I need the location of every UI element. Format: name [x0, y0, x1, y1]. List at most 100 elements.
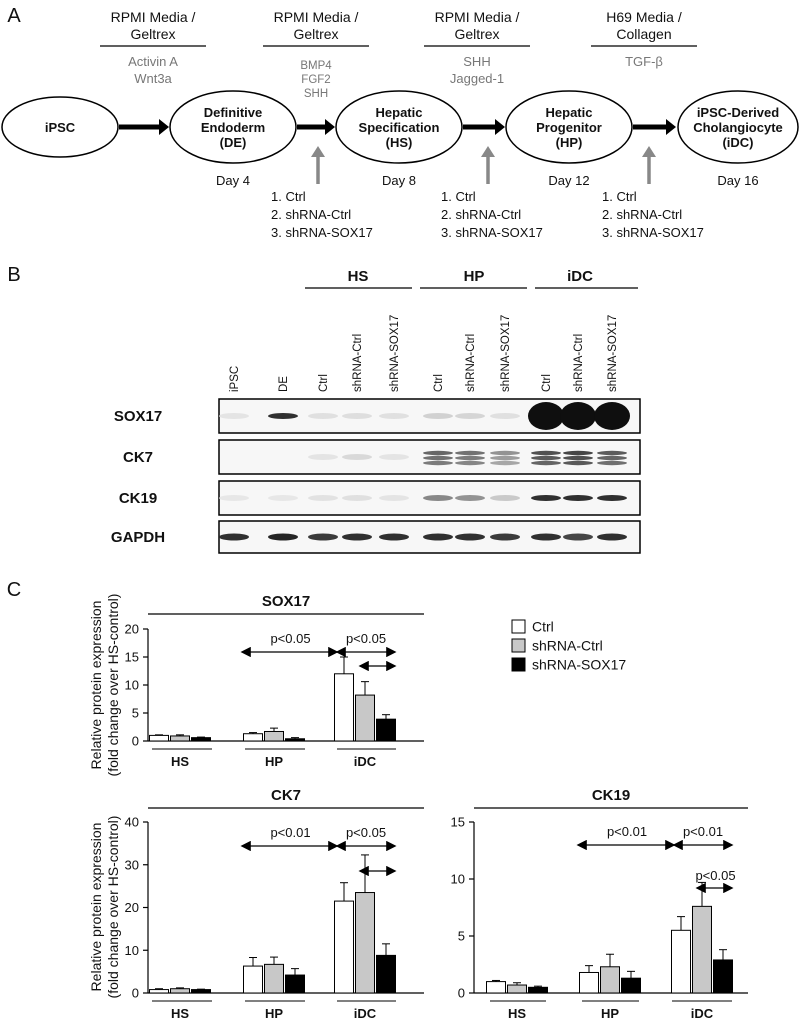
- lane-label: shRNA-Ctrl: [352, 334, 364, 392]
- legend-swatch: [511, 657, 526, 672]
- blot-band: [597, 455, 627, 461]
- bar: [243, 965, 263, 994]
- blot-band: [563, 460, 593, 466]
- y-tick-label: 20: [125, 900, 139, 915]
- treatment-label: 3. shRNA-SOX17: [602, 225, 704, 240]
- blot-group-label: HS: [348, 268, 369, 285]
- stage-day-definitive-endoderm: Day 4: [216, 173, 250, 188]
- legend-label: shRNA-SOX17: [532, 657, 626, 673]
- media-label: Geltrex: [130, 26, 175, 42]
- bar: [579, 971, 599, 994]
- bar: [264, 963, 284, 994]
- blot-band: [342, 533, 372, 541]
- blot-band: [379, 533, 409, 541]
- stage-label-hepatic-progenitor: Hepatic: [546, 105, 593, 120]
- y-tick-label: 15: [125, 650, 139, 665]
- blot-band: [455, 495, 485, 501]
- panel-a-letter: A: [7, 5, 21, 27]
- treatment-label: 3. shRNA-SOX17: [441, 225, 543, 240]
- y-axis-label: (fold change over HS-control): [105, 816, 121, 999]
- blot-band: [597, 495, 627, 501]
- blot-band: [423, 533, 453, 541]
- stage-label-definitive-endoderm: Definitive: [204, 105, 263, 120]
- blot-band: [563, 455, 593, 461]
- stage-label-definitive-endoderm: (DE): [220, 135, 247, 150]
- bar: [692, 905, 712, 994]
- stage-ellipse-hepatic-specification: [335, 90, 463, 164]
- y-axis-label: Relative protein expression: [88, 823, 104, 992]
- blot-band: [219, 495, 249, 501]
- category-label: iDC: [691, 1006, 714, 1021]
- bar: [285, 974, 305, 994]
- y-axis-label: (fold change over HS-control): [105, 594, 121, 777]
- y-tick-label: 0: [458, 986, 465, 1001]
- blot-band: [308, 533, 338, 541]
- blot-band: [531, 460, 561, 466]
- panel-c-letter: C: [7, 579, 21, 601]
- lane-label: DE: [278, 376, 290, 392]
- blot-band: [268, 533, 298, 541]
- bar: [243, 733, 263, 742]
- category-label: HS: [171, 754, 189, 769]
- treatment-label: 3. shRNA-SOX17: [271, 225, 373, 240]
- media-label: RPMI Media /: [274, 9, 359, 25]
- bar: [713, 959, 733, 994]
- blot-band: [597, 450, 627, 456]
- media-label: Collagen: [616, 26, 671, 42]
- blot-band: [597, 533, 627, 541]
- growth-factor-label: Activin A: [128, 54, 178, 69]
- stage-label-hepatic-specification: (HS): [386, 135, 413, 150]
- panel-b-letter: B: [7, 264, 20, 286]
- blot-band: [455, 460, 485, 466]
- blot-band: [594, 402, 630, 430]
- significance-label: p<0.05: [346, 825, 386, 840]
- blot-band: [531, 450, 561, 456]
- bar: [600, 966, 620, 994]
- stage-arrow-head: [666, 119, 676, 135]
- category-label: HS: [508, 1006, 526, 1021]
- blot-band: [563, 495, 593, 501]
- y-tick-label: 5: [458, 929, 465, 944]
- media-label: Geltrex: [454, 26, 499, 42]
- blot-band: [490, 413, 520, 419]
- lane-label: shRNA-Ctrl: [573, 334, 585, 392]
- lane-label: shRNA-Ctrl: [465, 334, 477, 392]
- growth-factor-label: FGF2: [301, 74, 330, 86]
- lane-label: Ctrl: [433, 374, 445, 392]
- blot-row-label: CK19: [119, 490, 157, 507]
- chart-title: CK19: [592, 787, 630, 804]
- y-tick-label: 40: [125, 815, 139, 830]
- bar: [334, 673, 354, 742]
- blot-band: [342, 454, 372, 460]
- y-tick-label: 30: [125, 857, 139, 872]
- blot-band: [490, 455, 520, 461]
- y-tick-label: 5: [132, 706, 139, 721]
- bar: [376, 954, 396, 994]
- bar: [528, 986, 548, 994]
- blot-band: [268, 413, 298, 419]
- blot-band: [560, 402, 596, 430]
- bar: [264, 730, 284, 742]
- media-label: RPMI Media /: [435, 9, 520, 25]
- blot-band: [379, 454, 409, 460]
- treatment-label: 2. shRNA-Ctrl: [602, 207, 682, 222]
- growth-factor-label: TGF-β: [625, 54, 663, 69]
- blot-band: [423, 455, 453, 461]
- blot-band: [342, 413, 372, 419]
- blot-band: [308, 495, 338, 501]
- bar: [376, 718, 396, 742]
- bar: [334, 900, 354, 994]
- blot-band: [563, 533, 593, 541]
- blot-row-label: SOX17: [114, 408, 162, 425]
- blot-row-label: CK7: [123, 449, 153, 466]
- lane-label: Ctrl: [318, 374, 330, 392]
- blot-band: [423, 413, 453, 419]
- legend-swatch: [511, 638, 526, 653]
- bar: [149, 989, 169, 994]
- y-tick-label: 0: [132, 986, 139, 1001]
- chart-title: SOX17: [262, 593, 310, 610]
- growth-factor-label: Jagged-1: [450, 71, 504, 86]
